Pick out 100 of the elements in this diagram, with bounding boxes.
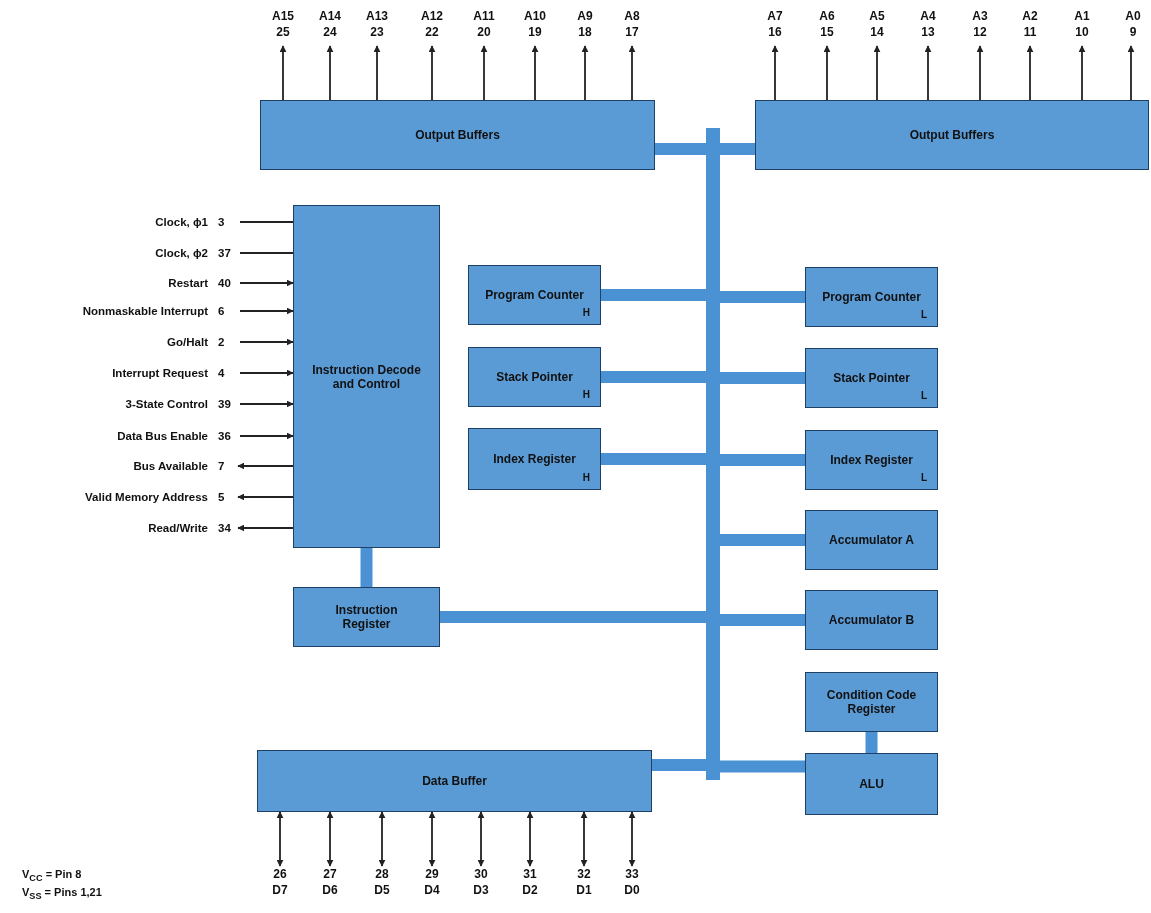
pin-number: 15 <box>820 24 834 40</box>
pin-name: Bus Available <box>133 460 208 472</box>
pin-number: 17 <box>625 24 639 40</box>
pin-number: 7 <box>218 460 226 472</box>
pin-number: 36 <box>218 430 232 442</box>
arrow <box>378 811 386 867</box>
bus-line <box>865 732 878 753</box>
arrow <box>628 45 636 101</box>
pin-name: D5 <box>374 882 390 898</box>
pin-number: 32 <box>577 866 591 882</box>
bus-line <box>655 143 706 155</box>
pin-number: 9 <box>1129 24 1137 40</box>
block-label: Program Counter <box>485 288 584 302</box>
pin-number: 37 <box>218 247 232 259</box>
pin-number: 23 <box>370 24 384 40</box>
pin-name: D1 <box>576 882 592 898</box>
pin-name: A12 <box>421 8 443 24</box>
function-block <box>805 510 938 570</box>
register-suffix: L <box>920 472 927 483</box>
pin-number: 18 <box>578 24 592 40</box>
pin-number: 28 <box>375 866 389 882</box>
pin-number: 14 <box>870 24 884 40</box>
pin-name: A9 <box>577 8 593 24</box>
arrow <box>276 811 284 867</box>
block-label: Output Buffers <box>415 128 500 142</box>
pin-number: 3 <box>218 216 226 228</box>
pin-number: 24 <box>323 24 337 40</box>
pin-name: A11 <box>473 8 495 24</box>
pin-name: A2 <box>1022 8 1038 24</box>
pin-number: 40 <box>218 277 232 289</box>
bus-line <box>601 453 706 465</box>
arrow <box>1127 45 1135 101</box>
signal-line <box>239 252 294 254</box>
arrow <box>326 811 334 867</box>
arrow <box>239 307 294 315</box>
bus-line <box>720 454 805 466</box>
function-block <box>293 587 440 647</box>
arrow <box>428 811 436 867</box>
function-block <box>468 428 601 490</box>
block-label: Instruction Register <box>334 603 399 631</box>
block-label: Index Register <box>830 453 913 467</box>
arrow <box>239 338 294 346</box>
block-label: Index Register <box>493 452 576 466</box>
pin-name: A15 <box>272 8 294 24</box>
block-label: Output Buffers <box>909 128 995 142</box>
arrow <box>976 45 984 101</box>
bus-line <box>720 372 805 384</box>
pin-name: A1 <box>1074 8 1090 24</box>
bus-line <box>720 534 805 546</box>
arrow <box>239 400 294 408</box>
pin-number: 20 <box>477 24 491 40</box>
bus-line <box>720 291 805 303</box>
block-label: Condition Code Register <box>825 688 918 716</box>
pin-name: D2 <box>522 882 538 898</box>
pin-number: 31 <box>523 866 537 882</box>
pin-name: A4 <box>920 8 936 24</box>
pin-name: A13 <box>366 8 388 24</box>
arrow <box>480 45 488 101</box>
pin-name: D3 <box>473 882 489 898</box>
arrow <box>239 369 294 377</box>
arrow <box>428 45 436 101</box>
pin-name: A8 <box>624 8 640 24</box>
register-suffix: H <box>582 389 590 400</box>
pin-number: 34 <box>218 522 232 534</box>
register-suffix: H <box>582 307 590 318</box>
pin-number: 13 <box>921 24 935 40</box>
pin-name: Restart <box>168 277 208 289</box>
pin-number: 29 <box>425 866 439 882</box>
bus-line <box>601 371 706 383</box>
pin-name: D0 <box>624 882 640 898</box>
pin-number: 26 <box>273 866 287 882</box>
bus-line <box>720 143 755 155</box>
block-label: ALU <box>859 777 884 791</box>
block-label: Accumulator B <box>828 613 915 627</box>
pin-name: A3 <box>972 8 988 24</box>
pin-number: 25 <box>276 24 290 40</box>
arrow <box>924 45 932 101</box>
arrow <box>373 45 381 101</box>
bus-line <box>601 289 706 301</box>
pin-name: D4 <box>424 882 440 898</box>
pin-number: 4 <box>218 367 226 379</box>
block-label: Instruction Decode and Control <box>311 362 422 391</box>
pin-number: 27 <box>323 866 337 882</box>
bus-line <box>720 760 805 773</box>
pin-name: Nonmaskable Interrupt <box>82 305 208 317</box>
pin-name: Read/Write <box>148 522 208 534</box>
block-label: Stack Pointer <box>833 371 910 385</box>
function-block <box>805 672 938 732</box>
arrow <box>237 493 294 501</box>
block-label: Program Counter <box>822 290 921 304</box>
arrow <box>237 524 294 532</box>
pin-name: D6 <box>322 882 338 898</box>
arrow <box>279 45 287 101</box>
arrow <box>531 45 539 101</box>
bus-line <box>360 548 373 587</box>
function-block <box>257 750 652 812</box>
arrow <box>823 45 831 101</box>
pin-number: 39 <box>218 398 232 410</box>
function-block <box>260 100 655 170</box>
arrow <box>237 462 294 470</box>
